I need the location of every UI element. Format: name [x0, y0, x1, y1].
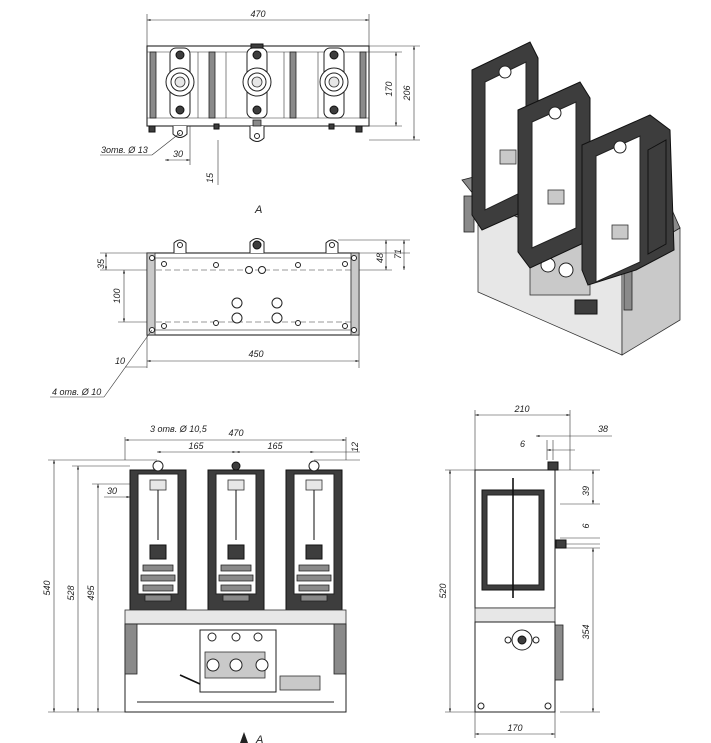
- dim-side-210: 210: [513, 404, 529, 414]
- base-view: 48 71 35 100 450 10 4 отв. Ø 10: [50, 238, 410, 398]
- dim-front-495: 495: [86, 585, 96, 601]
- dim-base-100: 100: [112, 288, 122, 303]
- dim-base-450: 450: [248, 349, 263, 359]
- dim-top-170: 170: [384, 81, 394, 96]
- front-view: 470 3 отв. Ø 10,5 165 165 12 540 528 495…: [42, 424, 360, 743]
- section-label-a: A: [254, 204, 262, 216]
- dim-top-15: 15: [205, 172, 215, 183]
- pole-2: [207, 469, 265, 611]
- dim-front-165-a: 165: [188, 441, 204, 451]
- dim-side-38: 38: [598, 424, 608, 434]
- isometric-view: [461, 41, 681, 356]
- dim-top-30: 30: [173, 149, 183, 159]
- dim-side-6-top: 6: [520, 439, 525, 449]
- dim-front-165-b: 165: [267, 441, 283, 451]
- pole-3: [285, 469, 343, 611]
- dim-front-12: 12: [350, 442, 360, 452]
- front-hole-note: 3 отв. Ø 10,5: [150, 424, 208, 434]
- dim-side-520: 520: [438, 583, 448, 598]
- top-hole-note: 3отв. Ø 13: [101, 145, 148, 155]
- iso-pole-2: [517, 81, 591, 269]
- dim-front-30: 30: [107, 486, 117, 496]
- dim-base-10: 10: [115, 356, 125, 366]
- side-view: 210 38 6 39 6 520 354: [438, 404, 612, 738]
- dim-top-width: 470: [250, 9, 265, 19]
- dim-front-528: 528: [66, 585, 76, 600]
- dim-side-170: 170: [507, 723, 522, 733]
- top-view: 470: [100, 9, 420, 216]
- dim-side-6: 6: [581, 523, 591, 528]
- dim-front-470: 470: [228, 428, 243, 438]
- iso-pole-3: [581, 114, 675, 286]
- dim-base-48: 48: [375, 253, 385, 263]
- dim-front-540: 540: [42, 580, 52, 595]
- dim-side-39: 39: [581, 486, 591, 496]
- dim-base-71: 71: [393, 249, 403, 259]
- front-section-label: A: [255, 734, 263, 743]
- dim-side-354: 354: [581, 624, 591, 639]
- dim-base-35: 35: [96, 258, 106, 269]
- dim-top-206: 206: [402, 85, 412, 101]
- pole-1: [129, 469, 187, 611]
- base-hole-note: 4 отв. Ø 10: [52, 387, 101, 397]
